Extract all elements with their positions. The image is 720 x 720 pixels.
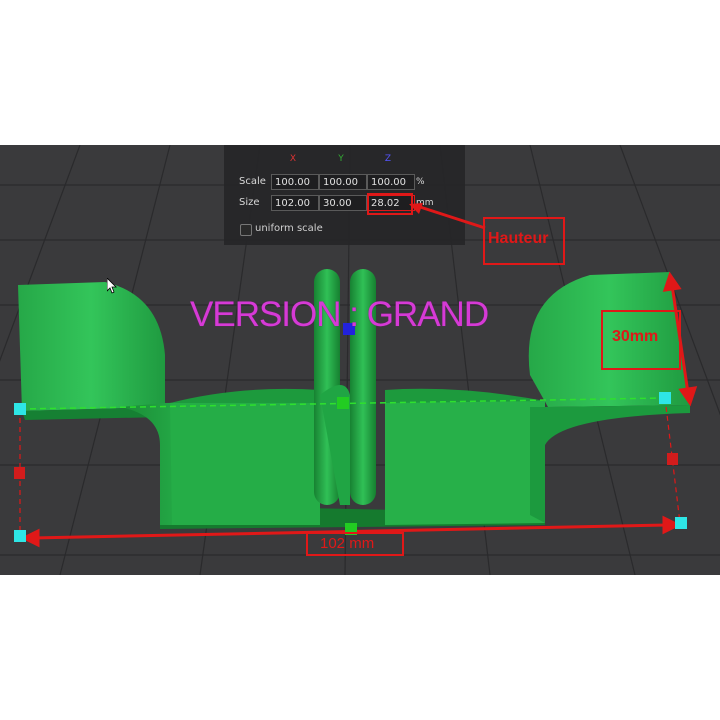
scale-z-input[interactable] bbox=[367, 174, 415, 190]
scale-handles[interactable] bbox=[14, 323, 687, 542]
size-label: Size bbox=[239, 197, 260, 208]
mouse-cursor-icon bbox=[107, 278, 117, 294]
size-x-input[interactable] bbox=[271, 195, 319, 211]
width-annotation-label: 102 mm bbox=[320, 535, 375, 552]
transform-panel: X Y Z Scale % Size mm uniform scale bbox=[224, 145, 465, 245]
3d-model[interactable] bbox=[18, 269, 690, 529]
handle-red bbox=[14, 467, 25, 479]
scale-y-input[interactable] bbox=[319, 174, 367, 190]
width-annotation-box bbox=[306, 532, 404, 556]
depth-annotation-box bbox=[601, 310, 681, 370]
axis-y-label: Y bbox=[338, 154, 344, 164]
height-annotation-box bbox=[483, 217, 565, 265]
model-left-wing bbox=[18, 282, 165, 411]
size-y-input[interactable] bbox=[319, 195, 367, 211]
uniform-scale-checkbox[interactable] bbox=[240, 224, 252, 236]
scale-x-input[interactable] bbox=[271, 174, 319, 190]
3d-viewport[interactable]: 30mm 102 mm VERSION : GRAND X Y Z Scale … bbox=[0, 145, 720, 575]
handle-cyan bbox=[14, 530, 26, 542]
uniform-scale-label: uniform scale bbox=[255, 223, 323, 234]
height-arrow bbox=[409, 203, 486, 230]
version-label: VERSION : GRAND bbox=[190, 295, 489, 334]
scale-label: Scale bbox=[239, 176, 266, 187]
size-z-input[interactable] bbox=[367, 195, 415, 211]
model-post-right bbox=[350, 269, 376, 505]
model-right-wing bbox=[528, 272, 690, 407]
depth-annotation-label: 30mm bbox=[612, 328, 659, 345]
scale-unit: % bbox=[416, 177, 425, 187]
handle-cyan bbox=[659, 392, 671, 404]
axis-z-label: Z bbox=[384, 154, 392, 164]
height-annotation-label: Hauteur bbox=[488, 230, 549, 247]
handle-green bbox=[337, 397, 349, 409]
size-unit: mm bbox=[416, 198, 434, 208]
handle-cyan bbox=[675, 517, 687, 529]
handle-red bbox=[667, 453, 678, 465]
scene-canvas[interactable] bbox=[0, 145, 720, 575]
axis-x-label: X bbox=[289, 154, 297, 164]
handle-cyan bbox=[14, 403, 26, 415]
handle-blue bbox=[343, 323, 355, 335]
